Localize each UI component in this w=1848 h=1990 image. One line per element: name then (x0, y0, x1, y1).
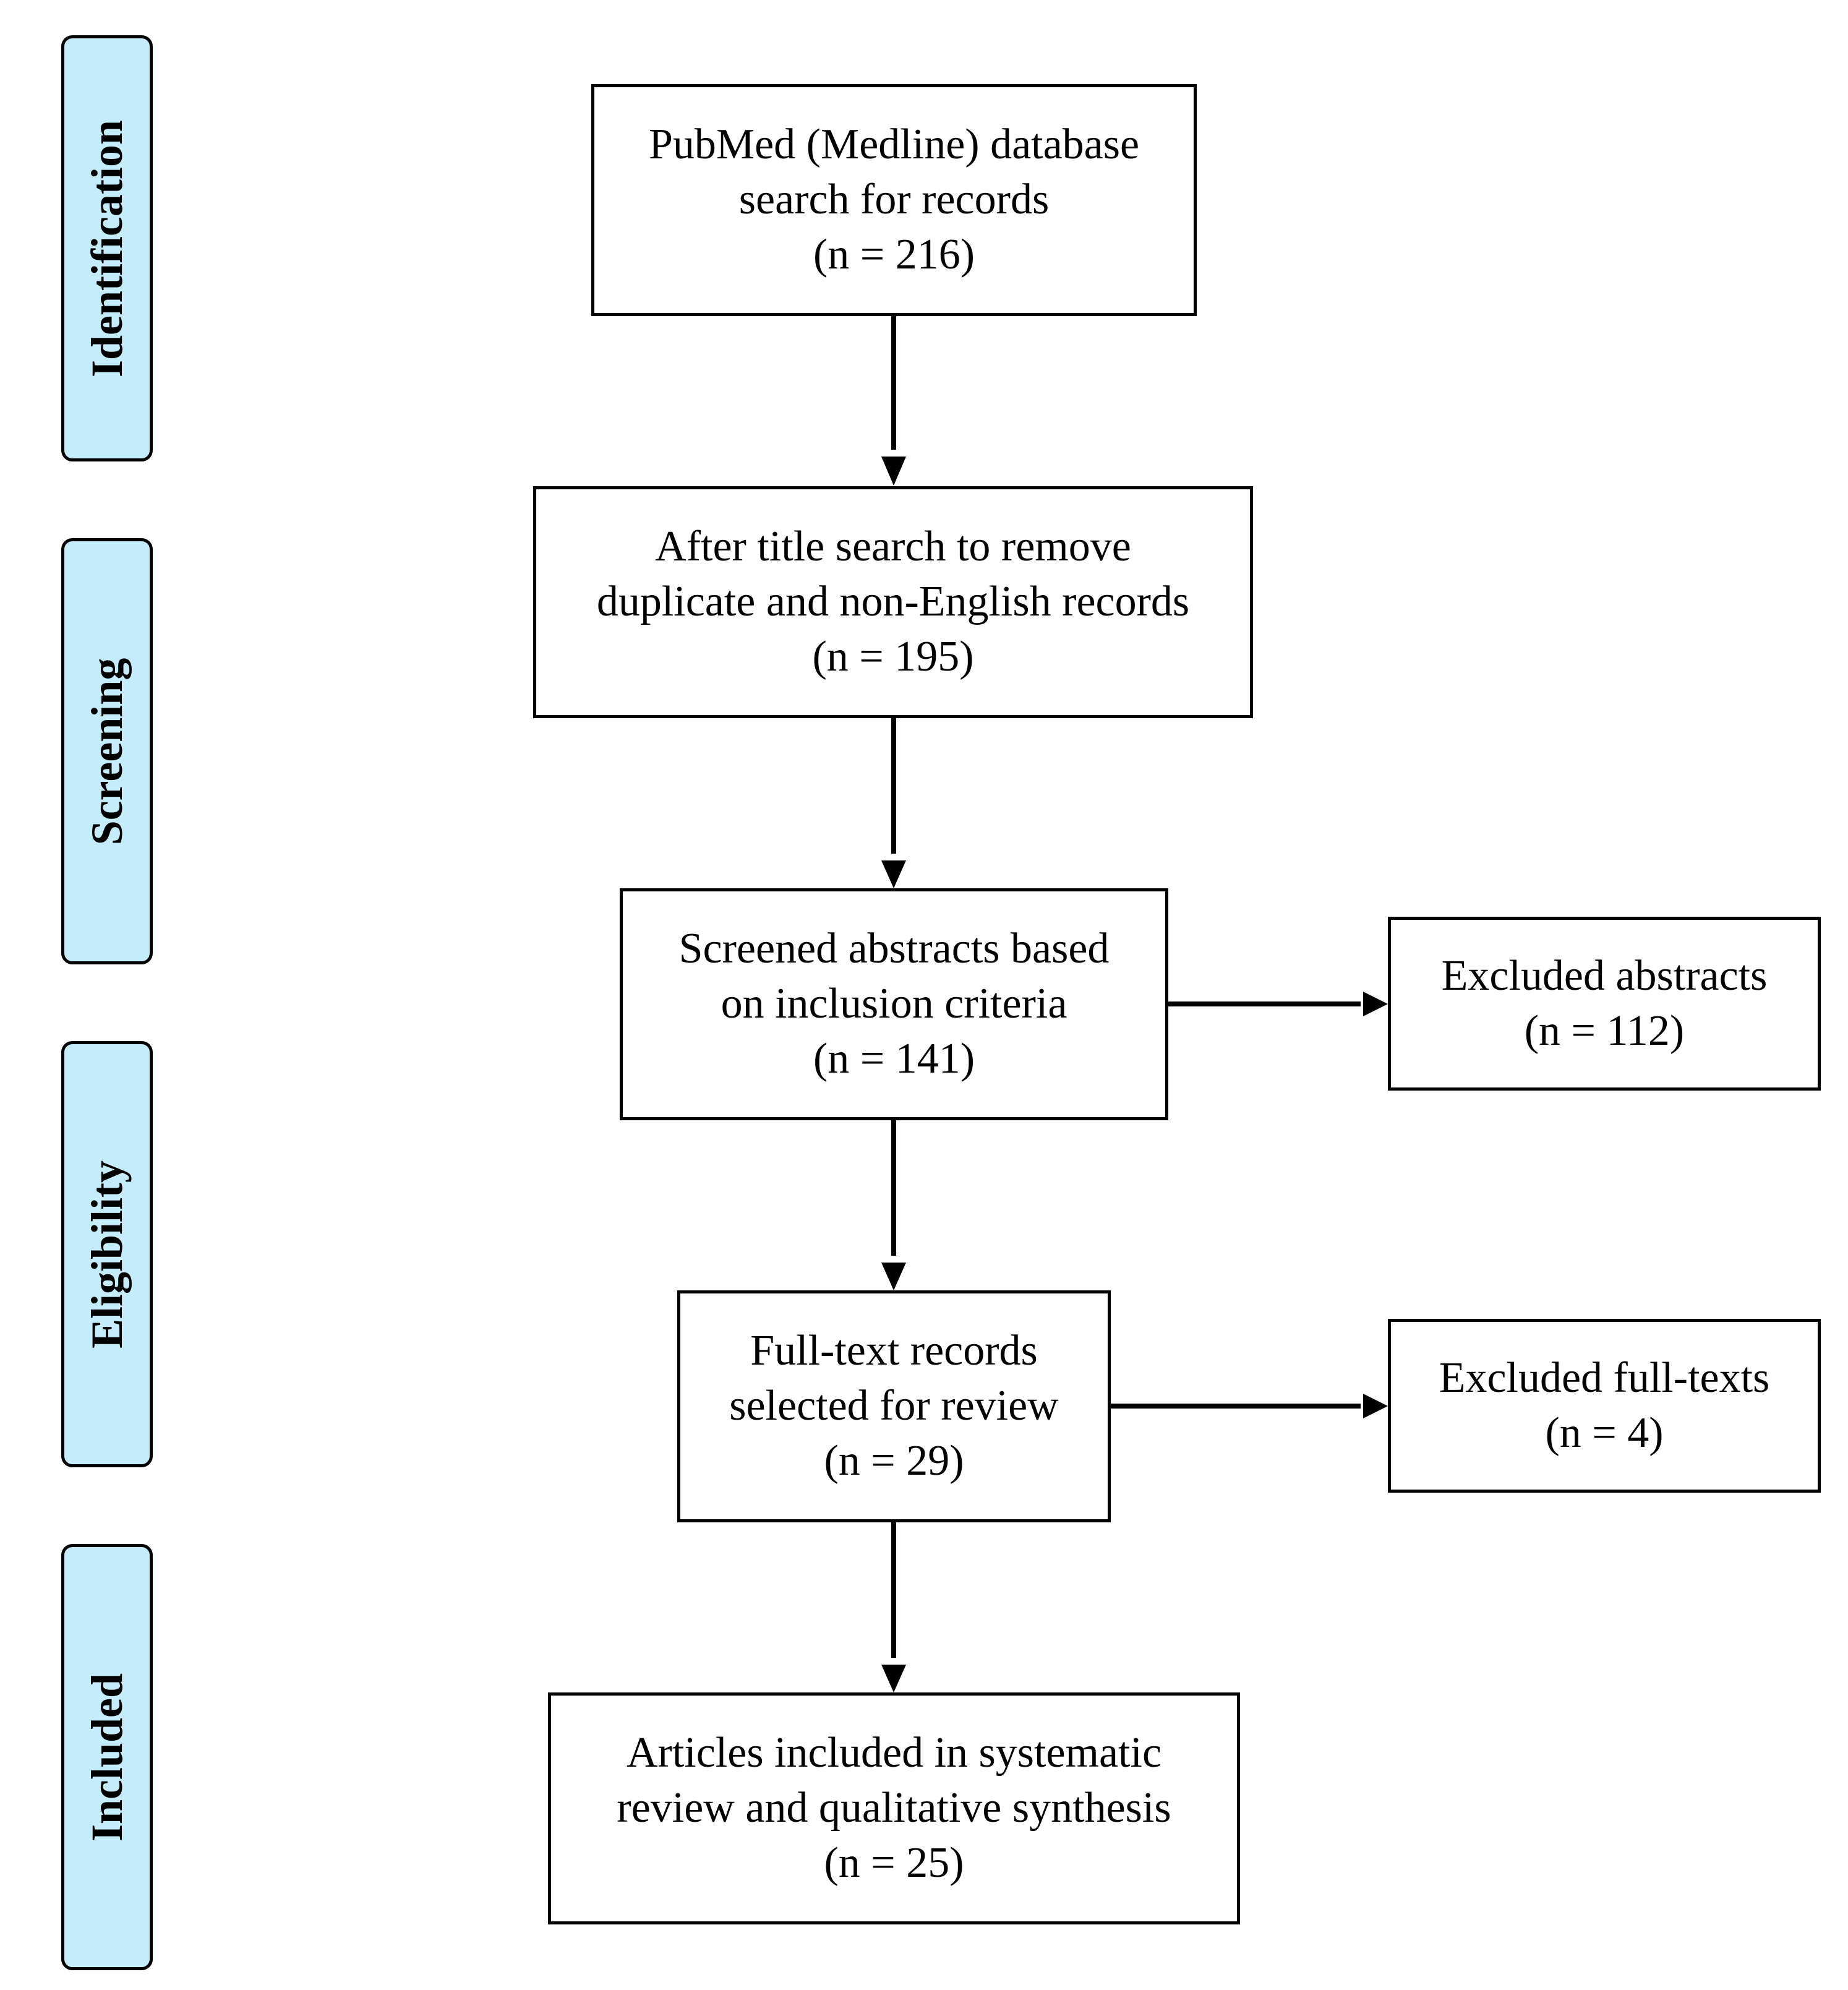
box-fulltext-line-2: selected for review (729, 1382, 1059, 1430)
stage-identification: Identification (61, 35, 153, 461)
box-excluded-fulltexts-line-1: Excluded full-texts (1439, 1353, 1770, 1402)
box-pubmed-search: PubMed (Medline) database search for rec… (591, 84, 1197, 316)
box-screened-count: (n = 141) (813, 1034, 975, 1083)
box-included-count: (n = 25) (824, 1838, 964, 1887)
box-pubmed-line-1: PubMed (Medline) database (648, 121, 1140, 169)
arrowhead-screened-to-excluded (1363, 992, 1388, 1016)
stage-included: Included (61, 1544, 153, 1970)
box-screened-line-2: on inclusion criteria (721, 980, 1067, 1028)
stage-included-label: Included (82, 1673, 132, 1842)
box-after-title-count: (n = 195) (812, 632, 974, 680)
box-excluded-fulltexts: Excluded full-texts (n = 4) (1388, 1319, 1821, 1493)
arrowhead-title-to-screened (881, 860, 906, 888)
box-included-line-2: review and qualitative synthesis (617, 1784, 1171, 1832)
box-excluded-abstracts: Excluded abstracts (n = 112) (1388, 917, 1821, 1091)
box-pubmed-count: (n = 216) (813, 230, 975, 278)
box-excluded-fulltexts-count: (n = 4) (1545, 1409, 1664, 1457)
arrowhead-fulltext-to-included (881, 1665, 906, 1692)
arrowhead-screened-to-fulltext (881, 1263, 906, 1290)
box-fulltext-records: Full-text records selected for review (n… (677, 1290, 1111, 1522)
box-after-title-line-1: After title search to remove (655, 523, 1131, 571)
arrowhead-pubmed-to-title (881, 457, 906, 486)
stage-eligibility: Eligibility (61, 1041, 153, 1467)
box-fulltext-line-1: Full-text records (750, 1327, 1038, 1375)
stage-identification-label: Identification (82, 119, 132, 377)
arrowhead-fulltext-to-excluded (1363, 1394, 1388, 1418)
stage-eligibility-label: Eligibility (82, 1160, 132, 1349)
box-fulltext-count: (n = 29) (824, 1436, 964, 1485)
stage-screening-label: Screening (82, 658, 132, 845)
box-excluded-abstracts-line-1: Excluded abstracts (1441, 951, 1768, 1000)
box-after-title-search: After title search to remove duplicate a… (533, 486, 1253, 718)
box-pubmed-line-2: search for records (738, 176, 1050, 224)
box-articles-included: Articles included in systematic review a… (548, 1692, 1240, 1924)
stage-screening: Screening (61, 538, 153, 964)
box-included-line-1: Articles included in systematic (626, 1729, 1162, 1777)
box-screened-line-1: Screened abstracts based (678, 925, 1110, 973)
box-excluded-abstracts-count: (n = 112) (1524, 1006, 1685, 1055)
box-screened-abstracts: Screened abstracts based on inclusion cr… (620, 888, 1168, 1120)
box-after-title-line-2: duplicate and non-English records (596, 578, 1190, 626)
